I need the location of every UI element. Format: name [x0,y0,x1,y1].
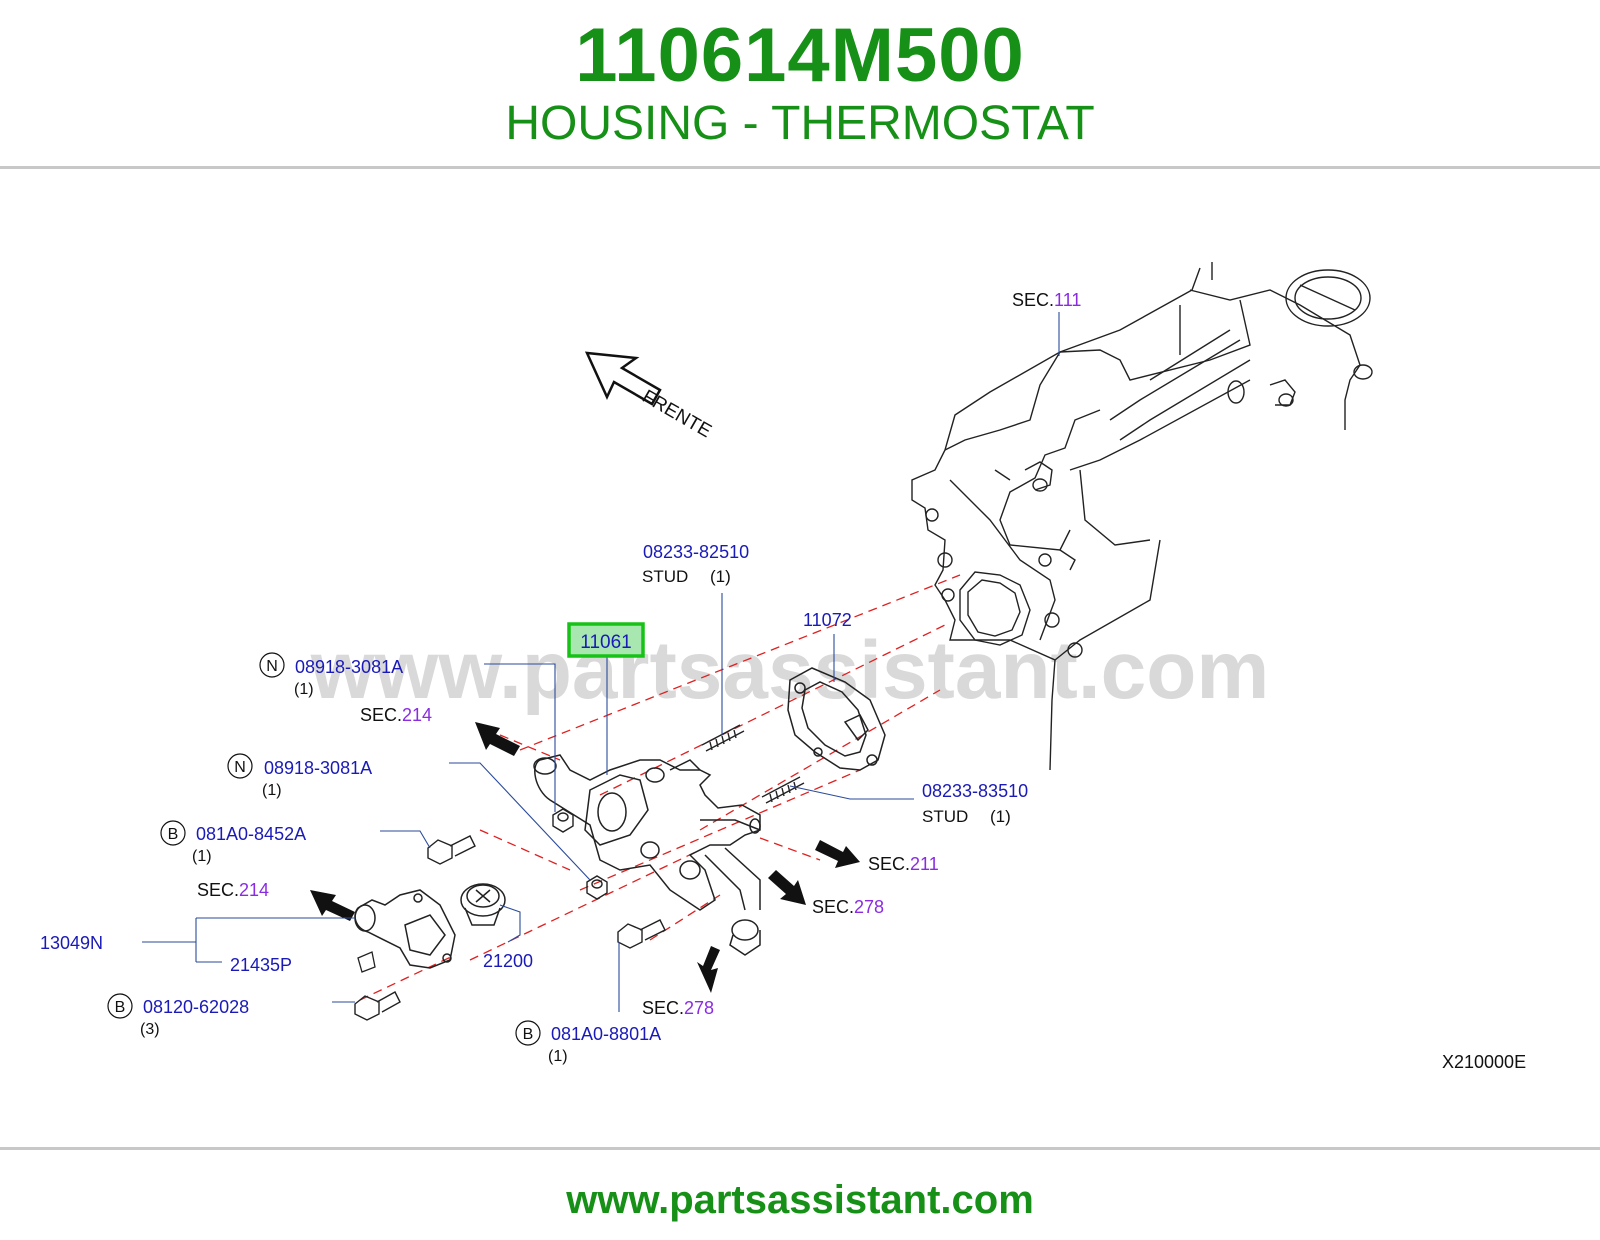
badge-n-upper: N [266,658,278,675]
badge-circle-n-upper [259,652,285,678]
part-desc-stud-upper: STUD [642,567,688,586]
assembly-dash-lines [359,574,961,1001]
part-qty-bolt-upper: (1) [192,848,212,865]
part-qty-bolt-inlet: (3) [140,1021,160,1038]
part-qty-stud-upper: (1) [710,567,731,586]
watermark: www.partsassistant.com [310,625,1270,716]
thermostat-housing-drawing [533,754,761,956]
part-number-08120-62028[interactable]: 08120-62028 [143,997,249,1017]
water-inlet-drawing [354,889,456,969]
bolts [354,835,666,1021]
seal-drawing [357,951,376,973]
footer-divider [0,1147,1600,1150]
thermostat-drawing [460,883,506,926]
sec-label-211[interactable]: SEC.211 [868,854,939,874]
badge-b-bolt-lower: B [523,1026,534,1043]
badge-circle-b-bolt-lower [515,1020,541,1046]
nuts [552,808,608,900]
gasket-drawing [787,667,886,771]
part-number-13049N[interactable]: 13049N [40,933,103,953]
highlight-part-number[interactable]: 11061 [580,632,631,653]
badge-b-bolt-inlet: B [115,999,126,1016]
direction-label: FRENTE [639,386,715,442]
part-number-21200[interactable]: 21200 [483,951,533,971]
stud-upper [701,724,745,752]
highlight-box [567,622,645,658]
leader-lines [142,312,1060,1012]
badge-b-bolt-upper: B [168,826,179,843]
part-number-08233-82510[interactable]: 08233-82510 [643,542,749,562]
diagram-code: X210000E [1442,1052,1526,1072]
engine-outline [911,262,1373,771]
part-number-21435P[interactable]: 21435P [230,955,292,975]
header-divider [0,166,1600,169]
badge-n-lower: N [234,759,246,776]
sec-label-111[interactable]: SEC.111 [1012,290,1081,310]
badge-circle-n-lower [227,753,253,779]
front-direction-arrow [584,351,662,406]
part-qty-stud-lower: (1) [990,807,1011,826]
stud-lower [761,776,805,804]
part-number-081A0-8801A[interactable]: 081A0-8801A [551,1024,661,1044]
part-name-subtitle: HOUSING - THERMOSTAT [505,97,1095,150]
part-number-11072[interactable]: 11072 [803,610,852,630]
section-arrows [310,722,860,993]
part-qty-nut-upper: (1) [294,681,314,698]
footer-url[interactable]: www.partsassistant.com [566,1178,1034,1222]
part-qty-bolt-lower: (1) [548,1048,568,1065]
part-qty-nut-lower: (1) [262,782,282,799]
badge-circle-b-bolt-inlet [107,993,133,1019]
part-desc-stud-lower: STUD [922,807,968,826]
sec-label-214-upper[interactable]: SEC.214 [360,705,432,725]
part-number-081A0-8452A[interactable]: 081A0-8452A [196,824,306,844]
sec-label-278-bottom[interactable]: SEC.278 [642,998,714,1018]
sec-label-214-lower[interactable]: SEC.214 [197,880,269,900]
part-number-08918-3081A-upper[interactable]: 08918-3081A [295,657,403,677]
sec-label-278-right[interactable]: SEC.278 [812,897,884,917]
parts-diagram: www.partsassistant.com [40,262,1526,1072]
part-number-08918-3081A-lower[interactable]: 08918-3081A [264,758,372,778]
badge-circle-b-bolt-upper [160,820,186,846]
part-number-title: 110614M500 [575,13,1025,98]
part-number-08233-83510[interactable]: 08233-83510 [922,781,1028,801]
